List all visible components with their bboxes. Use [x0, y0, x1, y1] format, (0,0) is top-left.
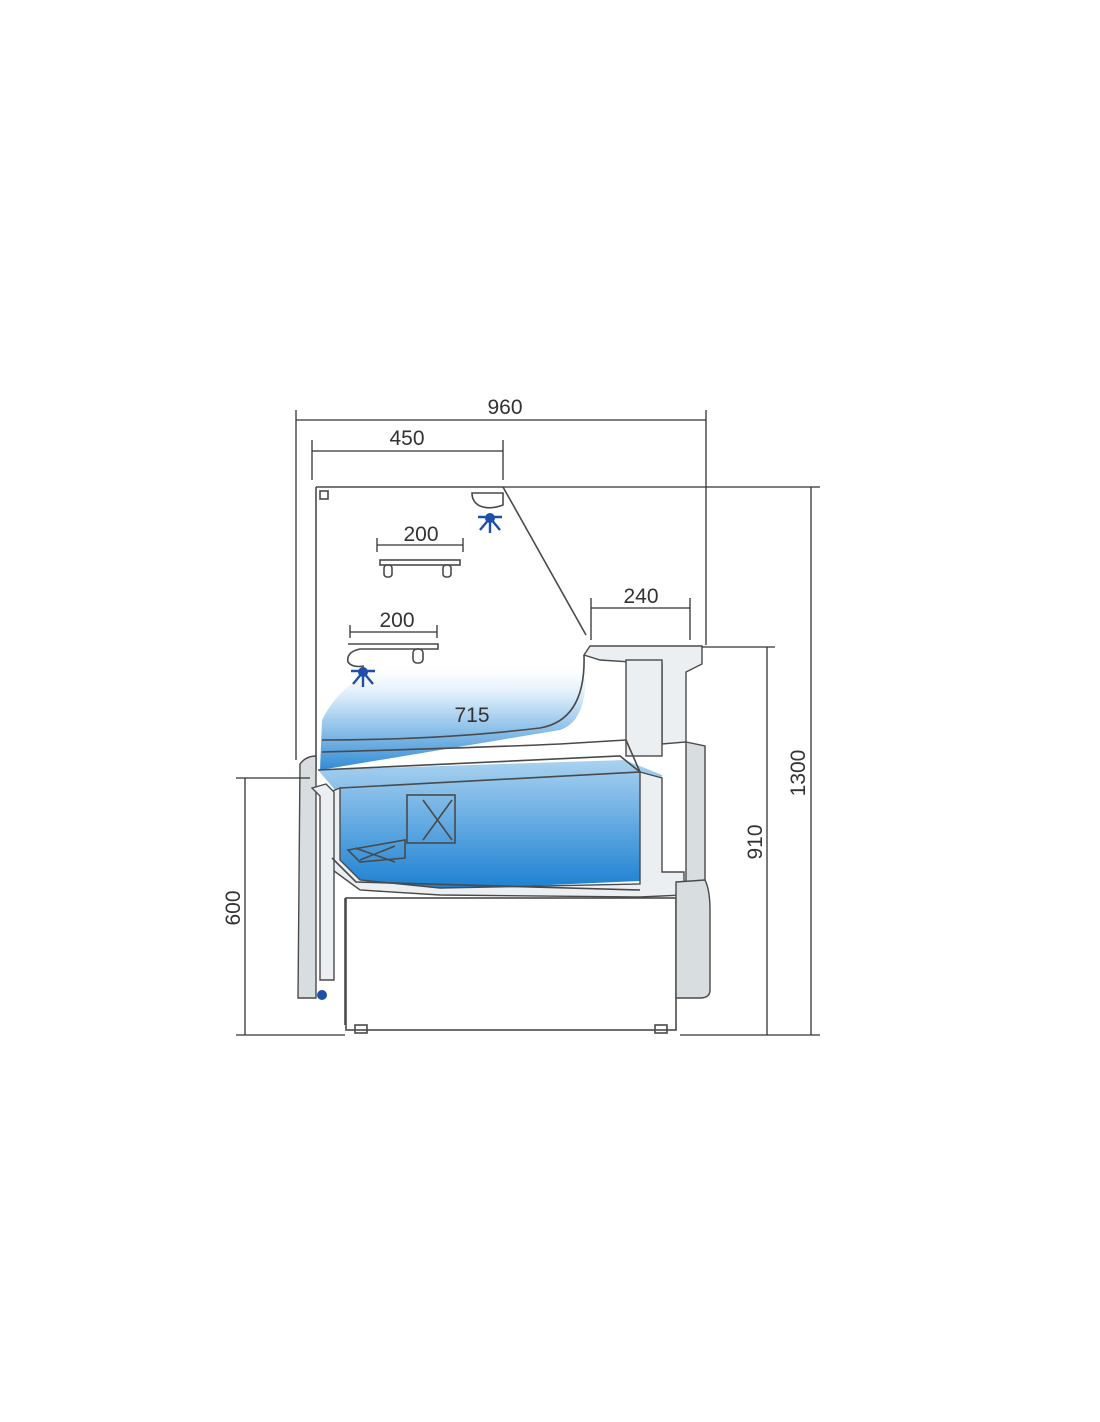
dimension-total-height: 1300 [787, 487, 812, 1035]
dimension-total-width: 960 [295, 396, 707, 760]
lamp-icon [478, 513, 502, 533]
upper-shelf: 200 [376, 523, 464, 578]
lamp-icon [351, 667, 375, 687]
cold-air-zone [320, 660, 586, 770]
lower-shelf: 200 [346, 609, 439, 668]
dimension-service-top: 240 [590, 585, 691, 640]
glass-enclosure [315, 486, 820, 770]
dimension-label-240: 240 [623, 585, 658, 608]
dimension-label-lower-shelf: 200 [379, 609, 414, 632]
dimension-glass-top: 450 [311, 427, 504, 480]
front-panel [297, 755, 711, 1034]
display-deck: 715 [317, 654, 643, 789]
dimension-label-600: 600 [222, 890, 245, 925]
dimension-label-1300: 1300 [787, 750, 810, 797]
dimension-label-960: 960 [487, 396, 522, 419]
dimension-label-715: 715 [454, 704, 489, 727]
dimension-label-450: 450 [389, 427, 424, 450]
dimension-front-height: 600 [222, 777, 345, 1036]
dimension-label-910: 910 [744, 824, 767, 859]
rear-counter [582, 645, 775, 883]
product-box [346, 794, 456, 863]
dimension-counter-height: 910 [680, 647, 820, 1036]
lamp-icon [317, 990, 327, 1000]
dimension-label-upper-shelf: 200 [403, 523, 438, 546]
